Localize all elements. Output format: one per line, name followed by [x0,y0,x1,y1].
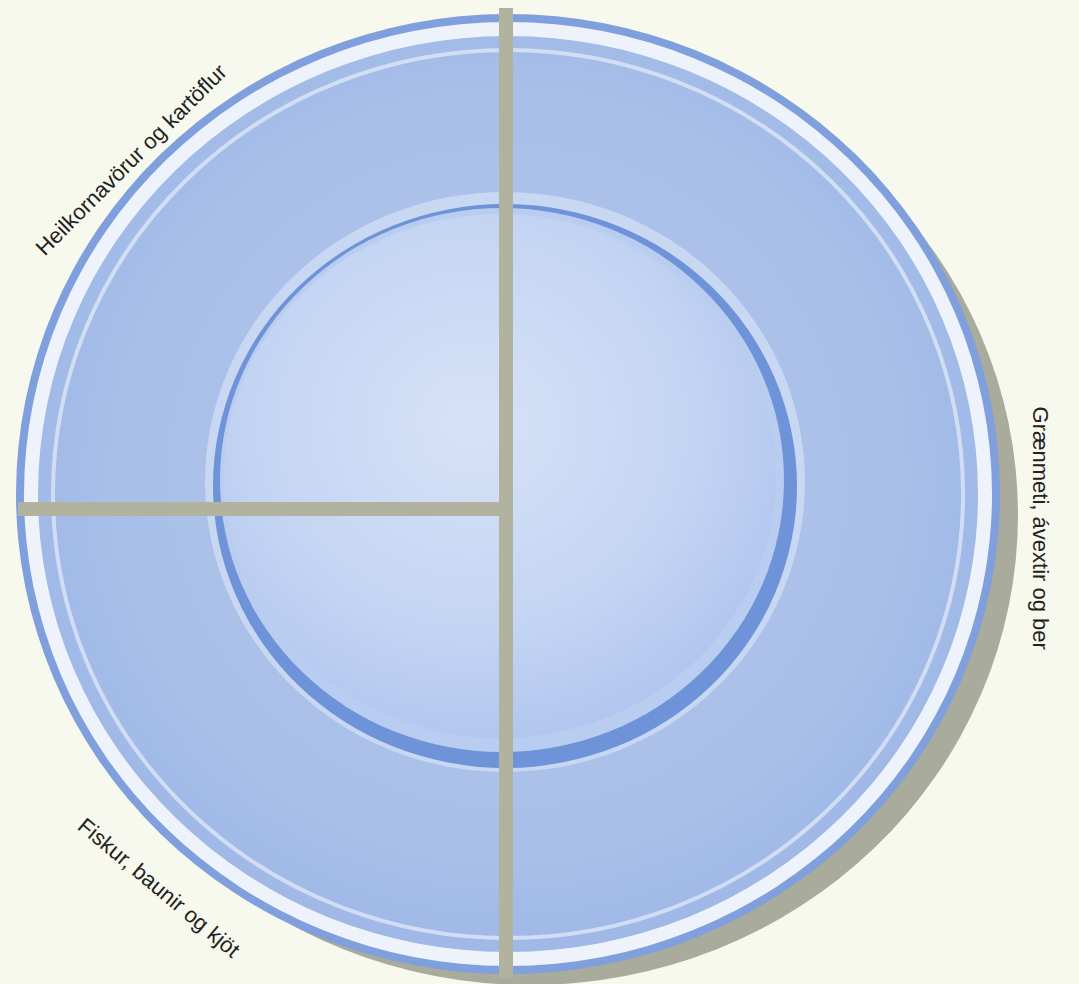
section-label: Heilkornavörur og kartöflur [31,59,233,261]
section-label: Grænmeti, ávextir og ber [1027,406,1053,649]
divider-line [499,8,513,978]
divider-line [18,502,506,516]
section-label: Fiskur, baunir og kjöt [72,813,244,964]
